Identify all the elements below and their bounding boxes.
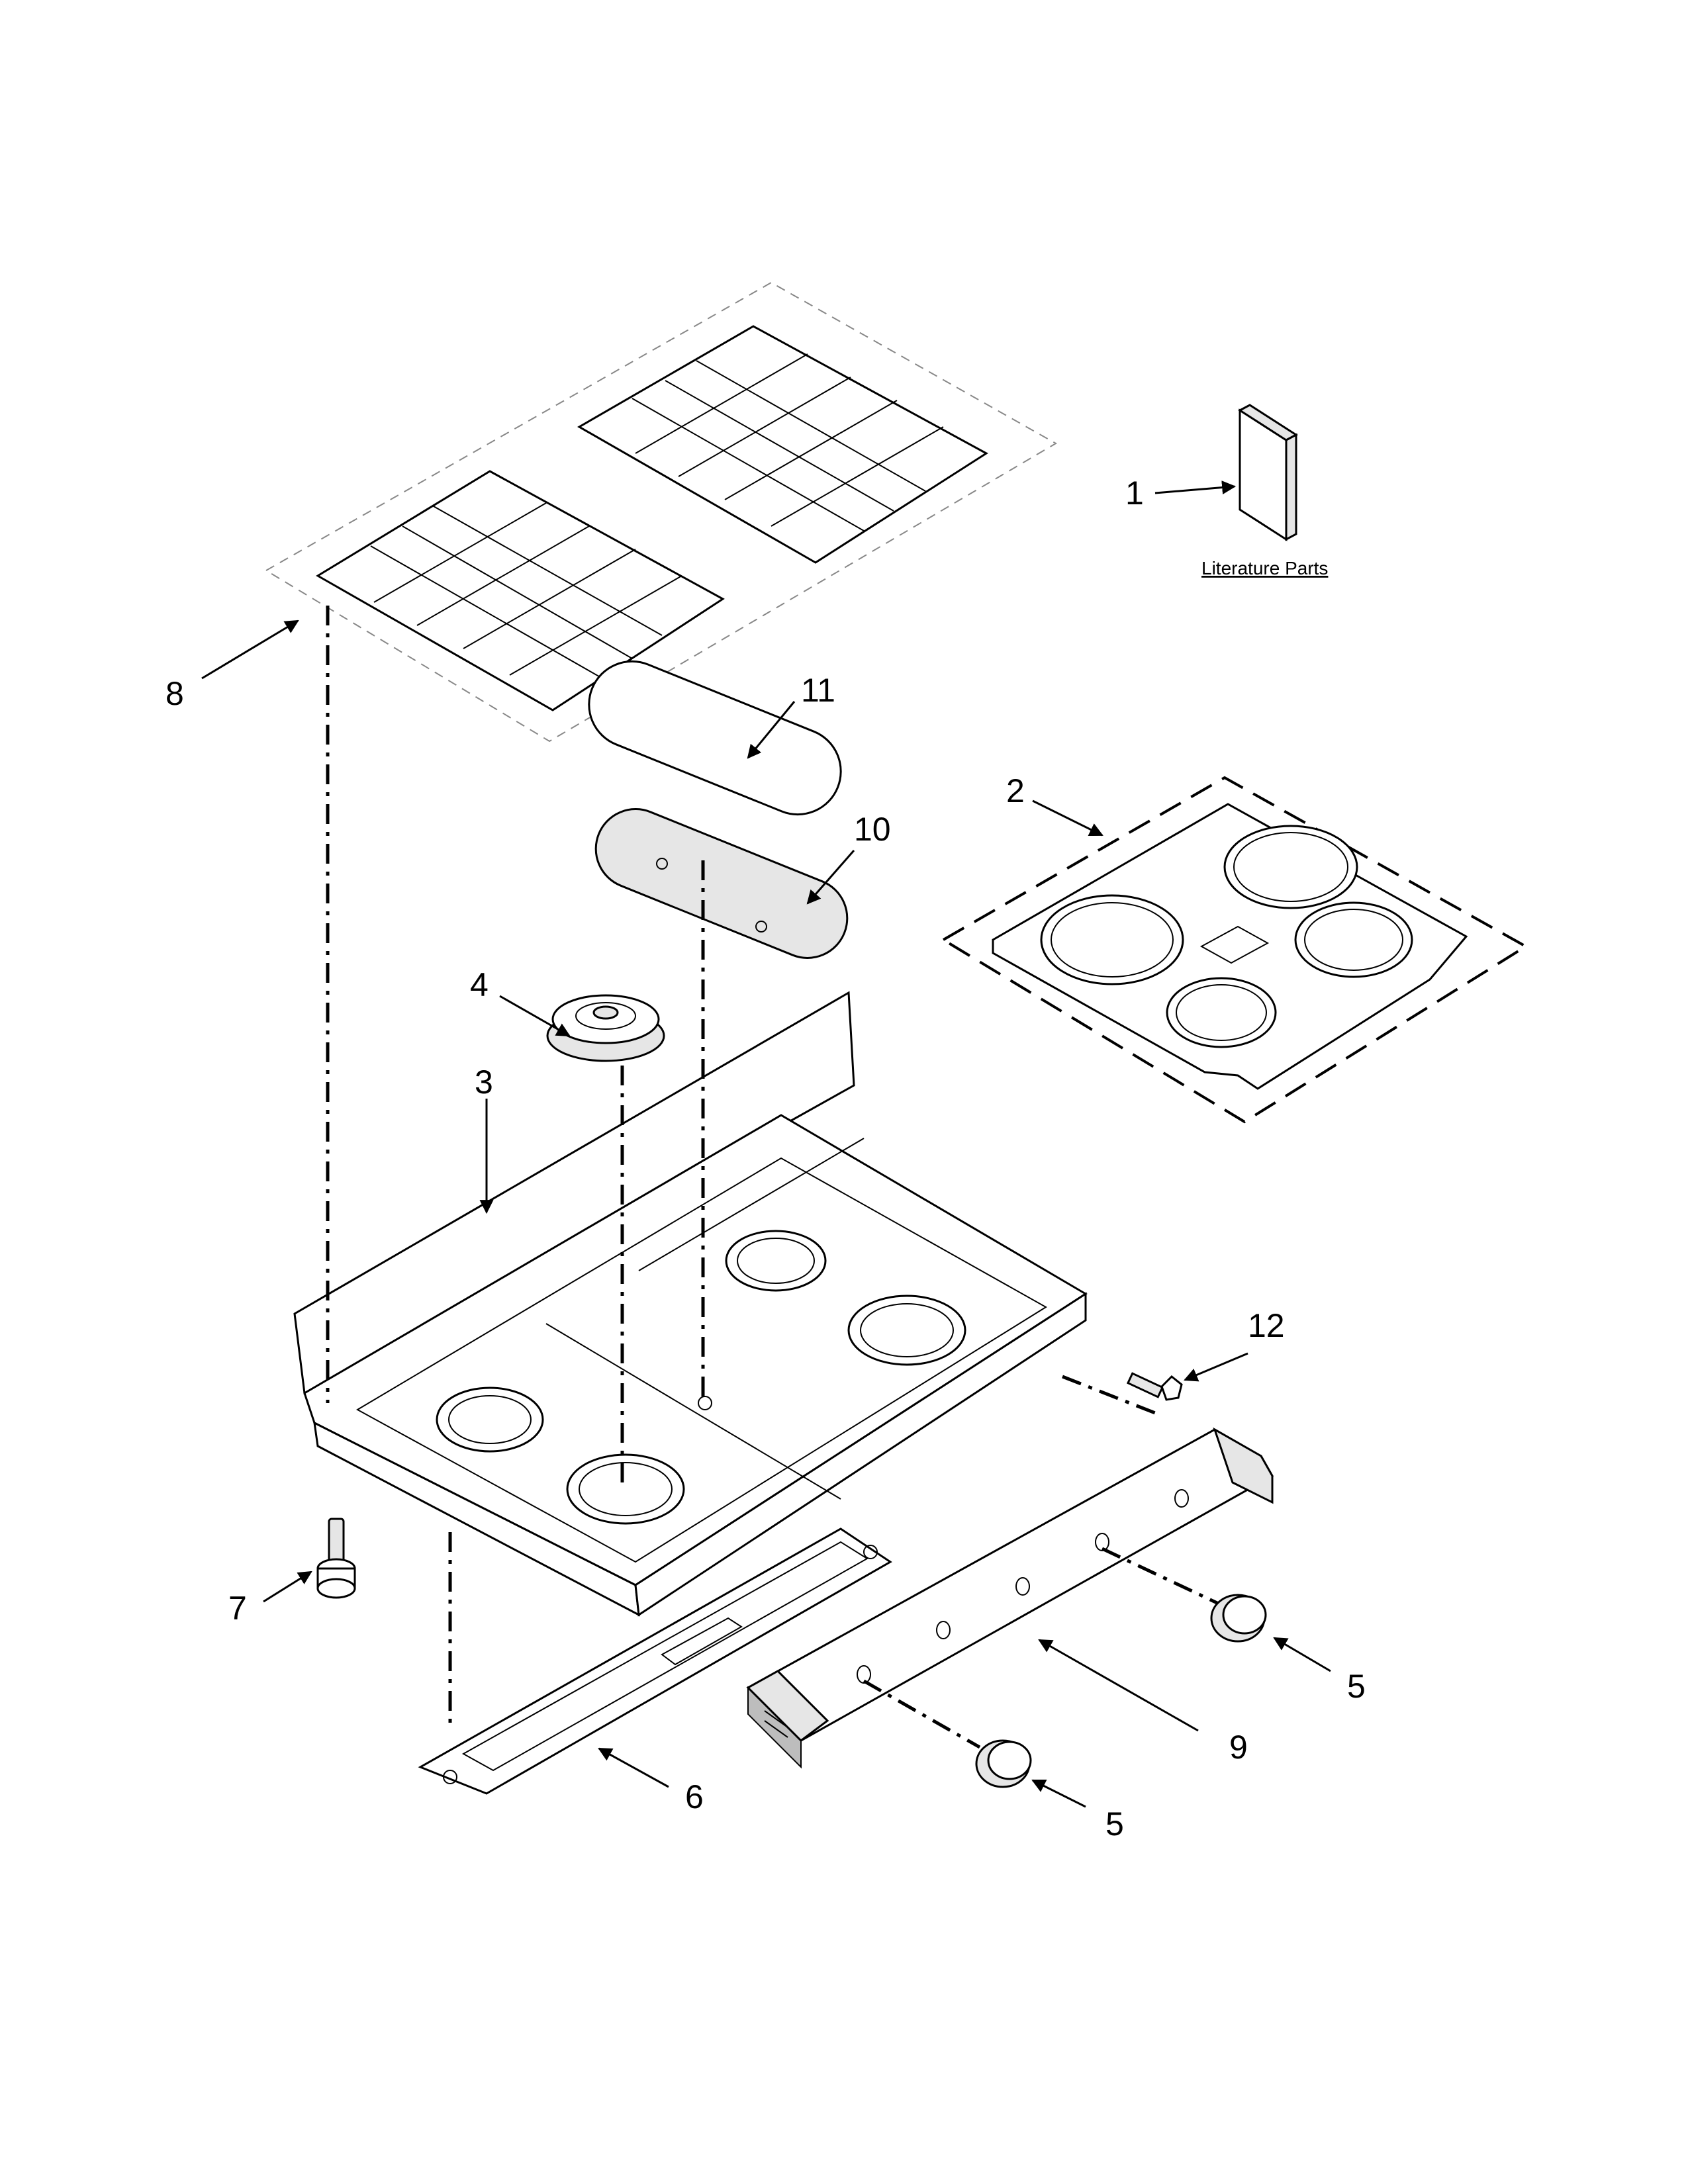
alignment-line-knob-b — [1101, 1547, 1223, 1607]
callout-11-leader — [747, 701, 796, 759]
callout-11: 11 — [801, 672, 835, 709]
callout-8-leader — [201, 619, 299, 680]
alignment-line-knob-a — [863, 1679, 981, 1749]
alignment-line-screw — [1062, 1375, 1156, 1415]
callout-2-leader — [1032, 799, 1103, 837]
callout-3: 3 — [475, 1064, 493, 1101]
literature-parts-label: Literature Parts — [1201, 558, 1328, 578]
cooktop-main-top[interactable] — [293, 991, 1088, 1617]
callout-10-leader — [806, 850, 855, 905]
callout-9-leader — [1038, 1639, 1199, 1732]
griddle-cover[interactable] — [576, 649, 854, 827]
control-panel[interactable] — [746, 1427, 1274, 1769]
knob-rear[interactable] — [1210, 1594, 1267, 1643]
literature-booklet[interactable] — [1238, 404, 1298, 541]
callout-1-leader — [1154, 480, 1237, 495]
callout-12-leader — [1184, 1352, 1248, 1382]
callout-7: 7 — [228, 1590, 247, 1627]
valve-stem[interactable] — [316, 1518, 356, 1599]
burner-assembly[interactable] — [546, 994, 665, 1062]
callout-5-front-leader — [1031, 1779, 1086, 1808]
knob-front[interactable] — [975, 1739, 1032, 1788]
callout-6-leader — [598, 1747, 669, 1788]
callout-4-leader — [499, 995, 571, 1037]
grates-group[interactable] — [265, 281, 1058, 743]
callout-4: 4 — [470, 966, 489, 1003]
callout-2: 2 — [1006, 772, 1025, 809]
callout-1: 1 — [1125, 475, 1144, 512]
griddle-plate[interactable] — [584, 797, 859, 970]
callout-10: 10 — [854, 811, 891, 848]
callout-8: 8 — [165, 675, 184, 712]
callout-5-rear-leader — [1273, 1637, 1331, 1672]
callout-5-rear: 5 — [1347, 1668, 1366, 1705]
callout-9: 9 — [1229, 1729, 1248, 1766]
bracket[interactable] — [418, 1527, 892, 1795]
callout-5-front: 5 — [1105, 1805, 1124, 1843]
callout-7-leader — [263, 1570, 312, 1603]
glass-cooktop[interactable] — [941, 776, 1528, 1124]
callout-6: 6 — [685, 1778, 704, 1815]
screw[interactable] — [1126, 1372, 1183, 1401]
callout-12: 12 — [1248, 1307, 1285, 1344]
